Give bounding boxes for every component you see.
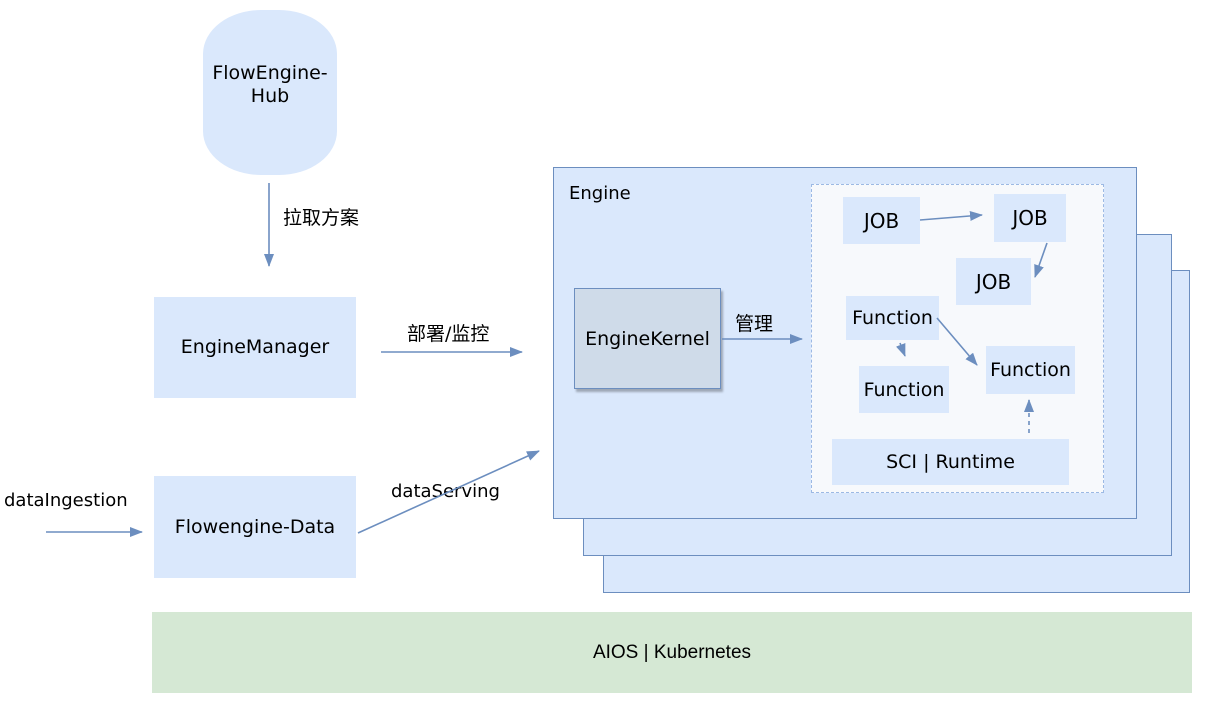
- function-label-3: Function: [990, 359, 1071, 381]
- edge-label-data-serving: dataServing: [391, 481, 500, 502]
- engine-kernel-node: EngineKernel: [574, 288, 721, 389]
- edge-label-manage: 管理: [735, 313, 774, 335]
- runtime-group: JOB JOB JOB Function Function Function S…: [811, 184, 1104, 493]
- job-node-1: JOB: [843, 197, 920, 244]
- job-node-2: JOB: [994, 194, 1066, 242]
- sci-runtime-node: SCI | Runtime: [832, 439, 1069, 485]
- flowengine-data-label: Flowengine-Data: [174, 515, 336, 538]
- job-label-2: JOB: [1012, 206, 1048, 230]
- engine-kernel-label: EngineKernel: [585, 327, 710, 350]
- engine-label: Engine: [569, 183, 631, 204]
- edge-label-pull-plan: 拉取方案: [283, 207, 360, 229]
- job-node-3: JOB: [956, 258, 1031, 305]
- flowengine-data-node: Flowengine-Data: [154, 476, 356, 578]
- job-label-1: JOB: [863, 208, 900, 233]
- function-node-1: Function: [846, 296, 939, 340]
- function-node-2: Function: [859, 366, 949, 413]
- engine-manager-label: EngineManager: [180, 336, 330, 358]
- engine-manager-node: EngineManager: [154, 297, 356, 398]
- engine-node: Engine EngineKernel JOB JOB JOB Function…: [553, 167, 1137, 519]
- function-node-3: Function: [986, 346, 1075, 394]
- edge-label-data-ingestion: dataIngestion: [4, 490, 128, 511]
- flowengine-hub-label: FlowEngine- Hub: [212, 62, 328, 107]
- function-label-2: Function: [863, 378, 945, 401]
- function-label-1: Function: [852, 307, 933, 329]
- job-label-3: JOB: [975, 269, 1012, 294]
- platform-label: AIOS | Kubernetes: [592, 641, 752, 663]
- flowengine-hub-node: FlowEngine- Hub: [203, 10, 337, 175]
- edge-label-deploy-monitor: 部署/监控: [407, 323, 490, 345]
- sci-runtime-label: SCI | Runtime: [886, 451, 1015, 473]
- platform-bar: AIOS | Kubernetes: [152, 612, 1192, 693]
